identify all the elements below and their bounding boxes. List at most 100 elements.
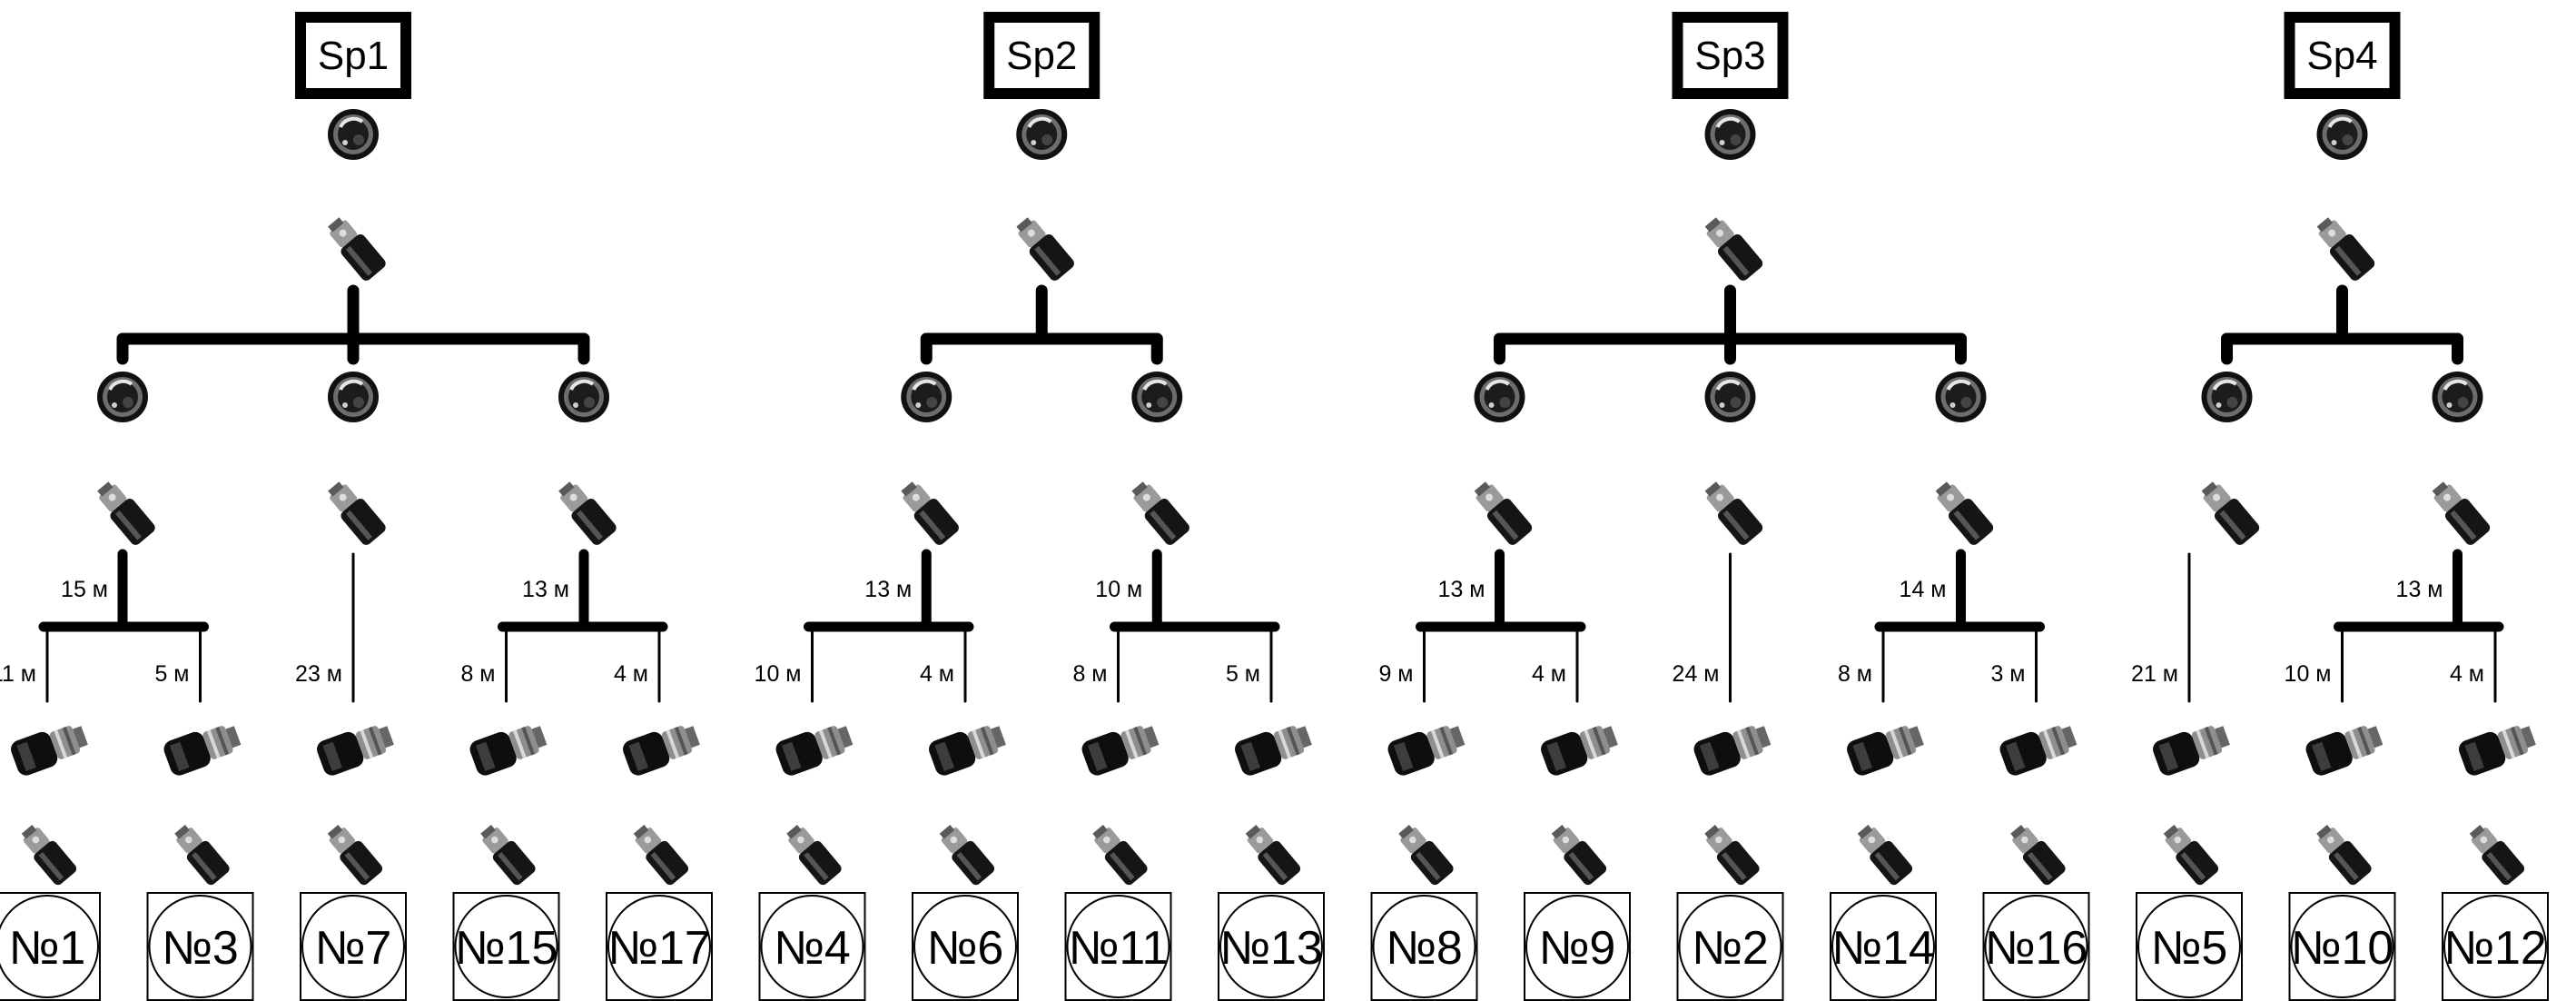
output-label: №1 — [9, 922, 86, 975]
cable-connector-icon — [2311, 820, 2374, 887]
xlr-socket-icon — [2430, 370, 2485, 424]
output-circle — [148, 895, 252, 998]
output-label: №2 — [1692, 922, 1769, 975]
output-circle — [1525, 895, 1629, 998]
cable-connector-icon — [2005, 820, 2068, 887]
xlr-plug-icon — [1385, 718, 1468, 778]
cable-length-label: 24 м — [1673, 661, 1720, 687]
cable-length-label: 10 м — [1095, 577, 1142, 602]
xlr-plug-icon — [1997, 718, 2080, 778]
output-circle — [913, 895, 1017, 998]
output-label: №15 — [455, 922, 558, 975]
xlr-socket-icon — [899, 370, 954, 424]
bnc-connector-icon — [2196, 477, 2262, 548]
xlr-plug-icon — [1844, 718, 1927, 778]
output-label: №17 — [607, 922, 711, 975]
bnc-connector-icon — [553, 477, 619, 548]
bnc-connector-icon — [1699, 213, 1765, 283]
cable-length-label: 23 м — [295, 661, 342, 687]
speaker-label: Sp3 — [1694, 34, 1765, 78]
xlr-socket-icon — [1014, 107, 1070, 162]
output-label: №16 — [1985, 922, 2088, 975]
xlr-socket-icon — [1472, 370, 1527, 424]
speaker-box — [2284, 12, 2401, 99]
speaker-label: Sp1 — [318, 34, 389, 78]
output-circle — [760, 895, 864, 998]
bnc-connector-icon — [322, 477, 389, 548]
xlr-plug-icon — [2303, 718, 2386, 778]
output-circle — [454, 895, 558, 998]
cable-length-label: 8 м — [1838, 661, 1872, 687]
xlr-plug-icon — [620, 718, 703, 778]
xlr-plug-icon — [161, 718, 244, 778]
output-label: №11 — [1069, 922, 1169, 975]
bnc-connector-icon — [2426, 477, 2492, 548]
cable-length-label: 4 м — [920, 661, 954, 687]
bnc-connector-icon — [1468, 477, 1535, 548]
output-label: №7 — [315, 922, 392, 975]
cable-length-label: 13 м — [522, 577, 569, 602]
output-label: №6 — [927, 922, 1004, 975]
output-label: №5 — [2151, 922, 2228, 975]
xlr-socket-icon — [1933, 370, 1989, 424]
cable-connector-icon — [475, 820, 538, 887]
cable-length-label: 4 м — [1532, 661, 1566, 687]
output-circle — [1984, 895, 2088, 998]
cable-connector-icon — [1393, 820, 1456, 887]
output-circle — [2443, 895, 2547, 998]
xlr-socket-icon — [95, 370, 150, 424]
speaker-label: Sp4 — [2306, 34, 2377, 78]
xlr-plug-icon — [2456, 718, 2539, 778]
cable-length-label: 15 м — [61, 577, 108, 602]
output-circle — [2137, 895, 2241, 998]
connectors — [8, 107, 2539, 887]
cable-connector-icon — [169, 820, 232, 887]
output-circle — [607, 895, 711, 998]
xlr-socket-icon — [326, 370, 380, 424]
cable-length-label: 13 м — [1438, 577, 1485, 602]
cable-connector-icon — [2463, 820, 2527, 887]
xlr-plug-icon — [1079, 718, 1162, 778]
cable-length-label: 9 м — [1378, 661, 1413, 687]
output-circle — [0, 895, 99, 998]
output-circle — [301, 895, 405, 998]
cable-length-label: 21 м — [2131, 661, 2178, 687]
speaker-box — [1672, 12, 1789, 99]
output-label: №12 — [2443, 922, 2547, 975]
cable-length-label: 11 м — [0, 661, 36, 687]
output-label: №8 — [1386, 922, 1463, 975]
cable-connector-icon — [1851, 820, 1915, 887]
cable-length-label: 3 м — [1990, 661, 2025, 687]
xlr-socket-icon — [1703, 107, 1758, 162]
cable-connector-icon — [627, 820, 691, 887]
cable-length-label: 14 м — [1900, 577, 1947, 602]
cable-length-label: 8 м — [460, 661, 495, 687]
cable-connector-icon — [781, 820, 844, 887]
cable-connector-icon — [15, 820, 79, 887]
output-circle — [1219, 895, 1323, 998]
cable-connector-icon — [933, 820, 997, 887]
xlr-socket-icon — [557, 370, 611, 424]
xlr-socket-icon — [2199, 370, 2255, 424]
output-label: №9 — [1539, 922, 1616, 975]
xlr-socket-icon — [1130, 370, 1185, 424]
bnc-connector-icon — [895, 477, 962, 548]
xlr-plug-icon — [2150, 718, 2233, 778]
bnc-connector-icon — [322, 213, 389, 283]
cable-length-label: 4 м — [2450, 661, 2484, 687]
cable-length-label: 5 м — [1226, 661, 1260, 687]
output-circle — [1678, 895, 1782, 998]
cable-length-label: 13 м — [864, 577, 912, 602]
output-label: №4 — [774, 922, 851, 975]
output-label: №14 — [1831, 922, 1935, 975]
cable-connector-icon — [1699, 820, 1762, 887]
xlr-socket-icon — [2314, 107, 2370, 162]
bnc-connector-icon — [1930, 477, 1996, 548]
xlr-plug-icon — [926, 718, 1009, 778]
xlr-plug-icon — [773, 718, 856, 778]
cable-connector-icon — [1087, 820, 1150, 887]
output-circle — [1066, 895, 1170, 998]
cable-length-label: 4 м — [614, 661, 648, 687]
output-circle — [1831, 895, 1935, 998]
